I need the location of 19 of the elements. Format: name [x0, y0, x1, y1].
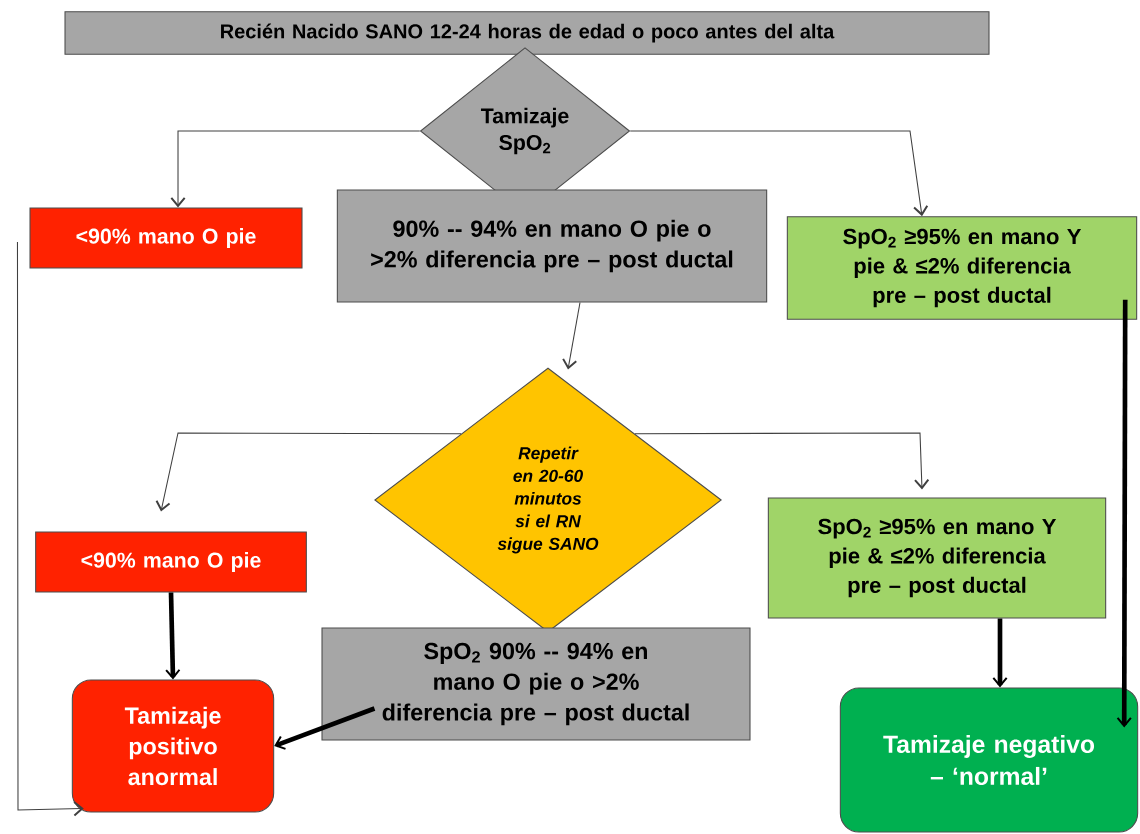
process-box: <90% mano O pie: [35, 531, 307, 593]
process-box: SpO$_{2}$ ≥95% en mano Y pie & ≤2% diferencia pre – post ductal: [767, 497, 1107, 619]
arrow: [170, 130, 421, 208]
arrow: [1116, 299, 1132, 728]
process-box: 90% -- 94% en mano O pie o >2% diferencia pre – post ductal: [336, 189, 768, 303]
process-box: <90% mano O pie: [29, 207, 303, 269]
arrow: [274, 706, 376, 750]
result-box: Tamizaje negativo – ‘normal’: [839, 687, 1139, 833]
arrow: [629, 130, 929, 217]
arrow: [155, 432, 462, 512]
arrow: [634, 432, 930, 490]
arrow: [165, 592, 181, 680]
result-box: Tamizaje positivo anormal: [71, 679, 275, 813]
process-box: SpO$_{2}$ ≥95% en mano Y pie & ≤2% diferencia pre – post ductal: [786, 216, 1138, 320]
process-box: SpO$_{2}$ 90% -- 94% en mano O pie o >2% diferencia pre – post ductal: [321, 627, 751, 741]
arrow: [562, 302, 581, 370]
process-box: Recién Nacido SANO 12-24 horas de edad o poco antes del alta: [64, 11, 990, 55]
arrow: [16, 241, 84, 817]
arrow: [992, 618, 1008, 688]
